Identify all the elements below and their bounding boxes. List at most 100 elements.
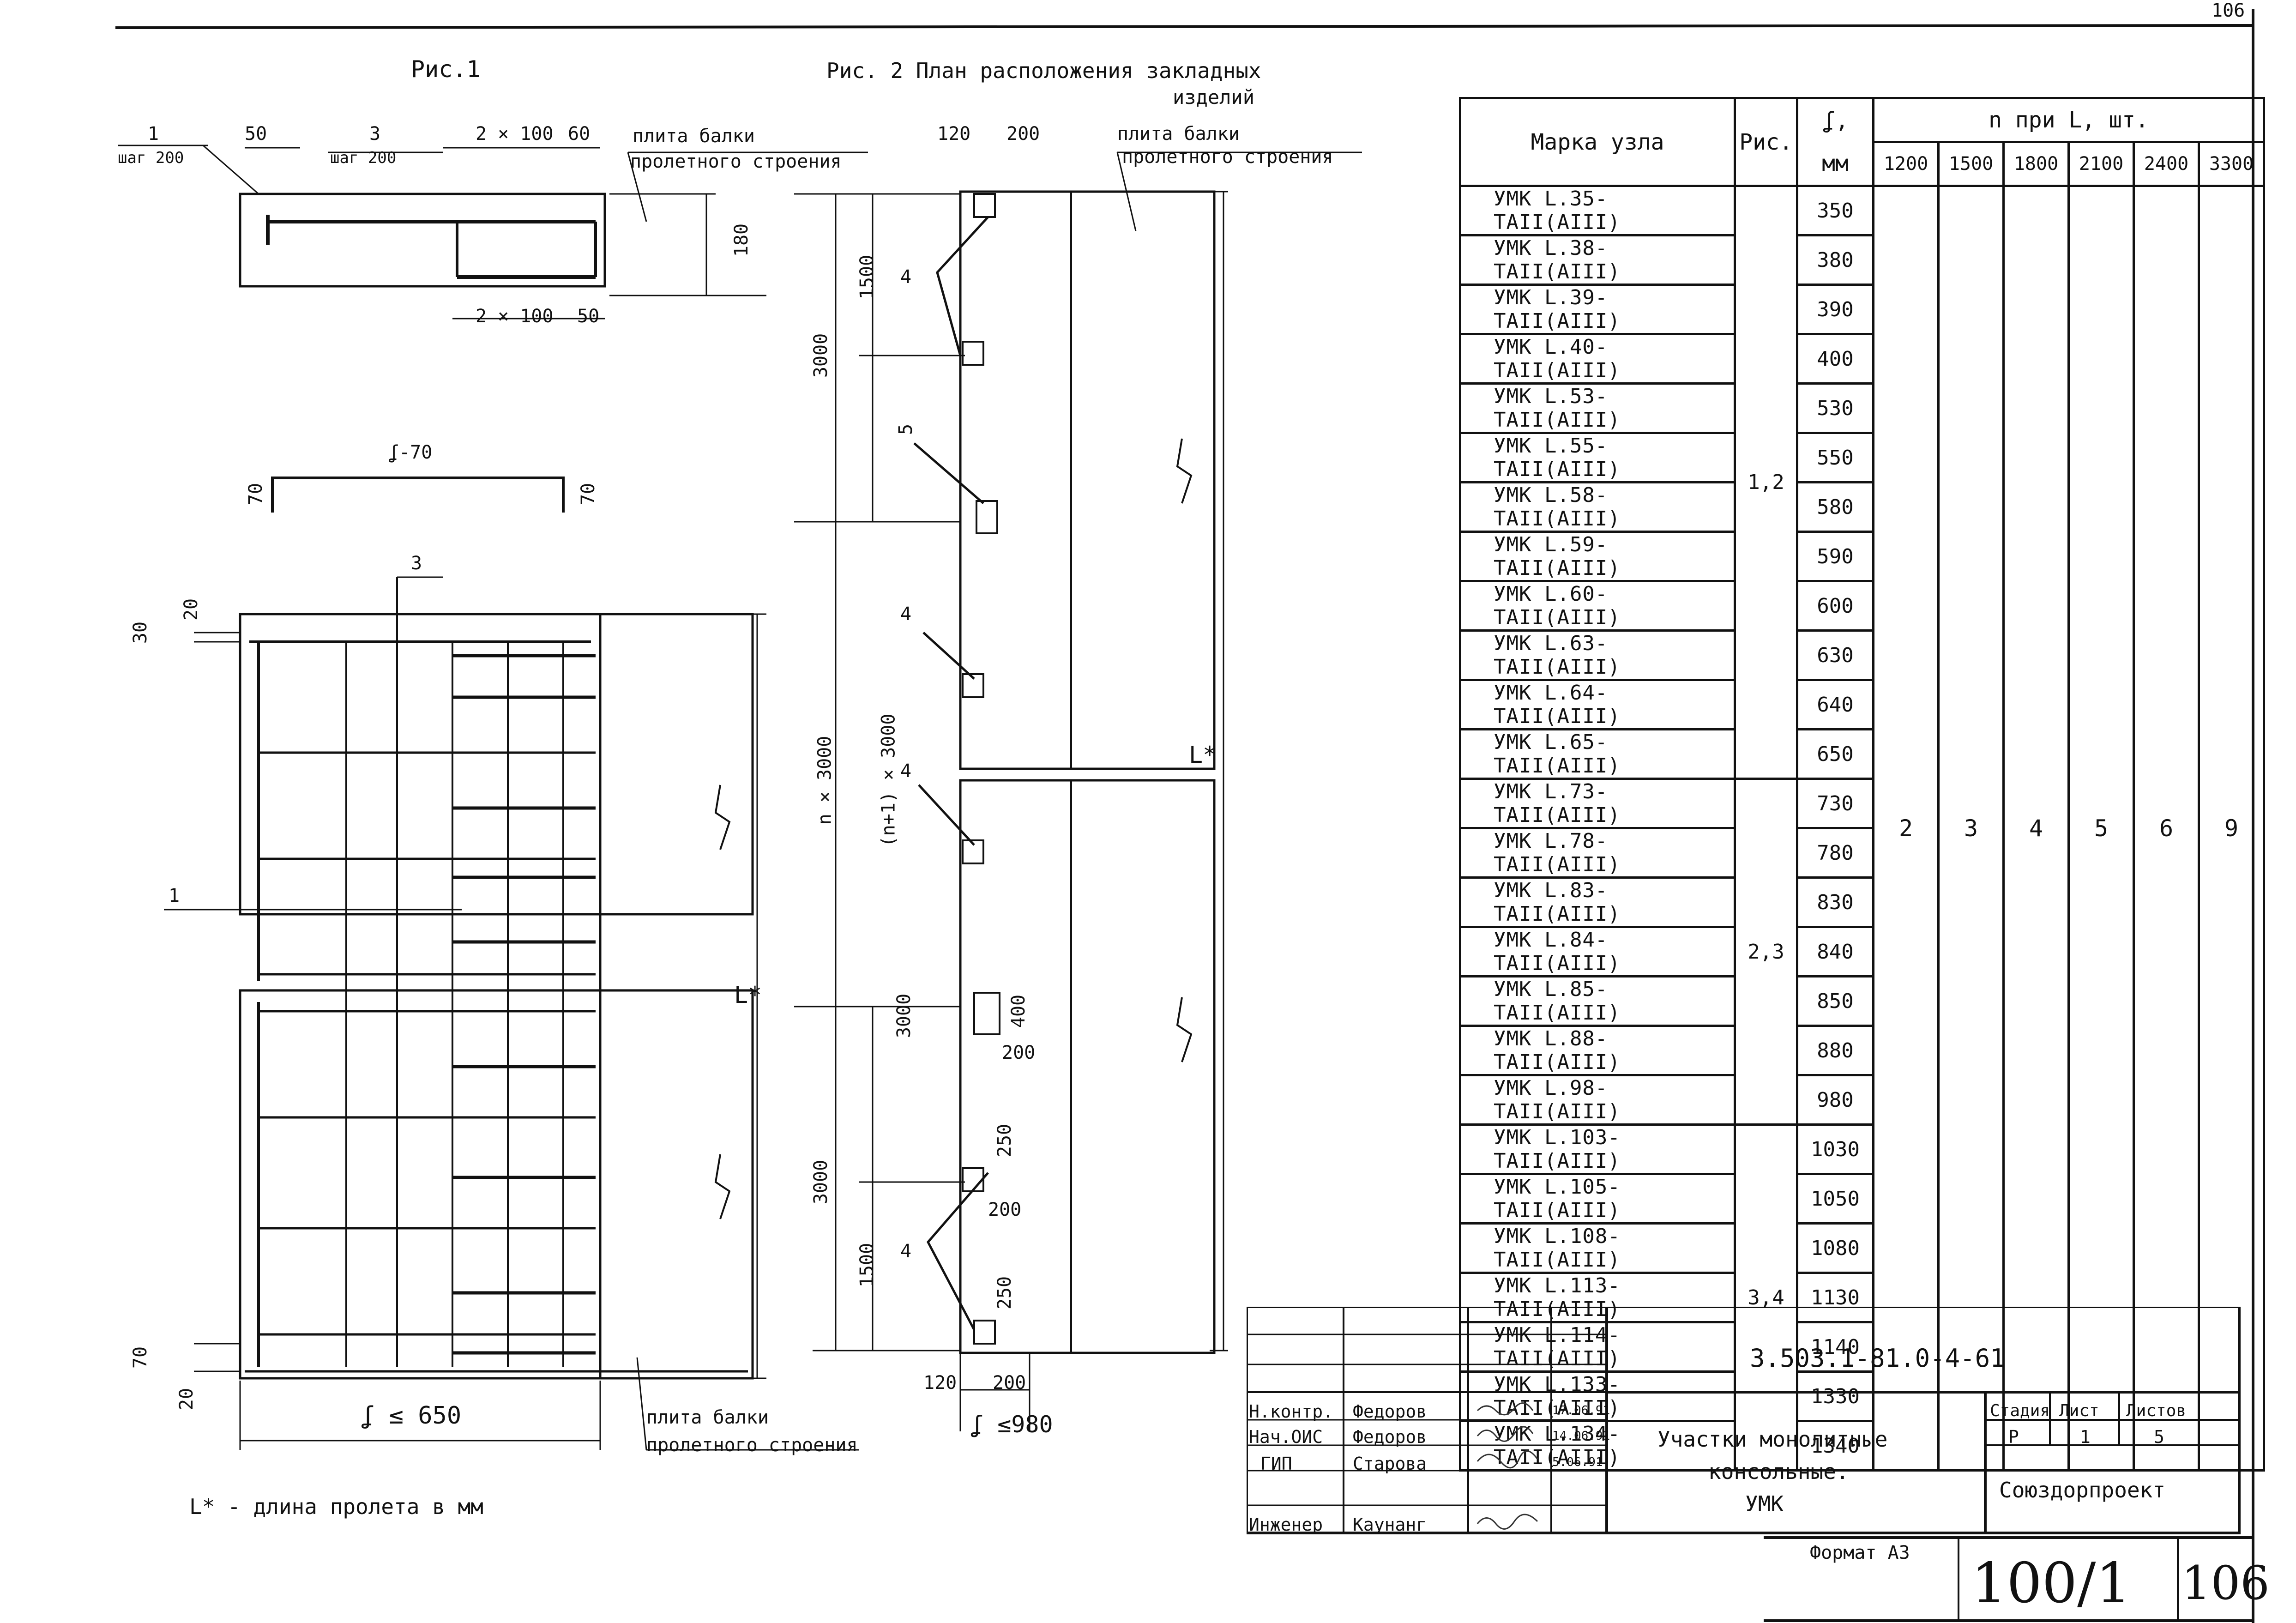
row-f: 840 [1796,926,1874,977]
table-row: УМК L.53-ТАII(АIII)530 [1459,382,2264,434]
row-mark: УМК L.105-ТАII(АIII) [1459,1173,1736,1225]
row-mark: УМК L.134-ТАII(АIII) [1459,1420,1736,1472]
fig2-dim-200: 200 [1006,123,1040,145]
corner-number: 106 [2212,0,2245,21]
row-f: 390 [1796,284,1874,335]
row-mark: УМК L.64-ТАII(АIII) [1459,679,1736,730]
role-5: Инженер [1249,1514,1323,1535]
sheets-label: Листов [2126,1401,2187,1420]
row-mark: УМК L.113-ТАII(АIII) [1459,1272,1736,1323]
row-f: 630 [1796,629,1874,681]
fig2-dim-200-d: 200 [993,1372,1026,1394]
table-row: УМК L.108-ТАII(АIII)1080 [1459,1222,2264,1274]
stage-label: Стадия [1990,1401,2050,1420]
header-length: 1800 [2002,141,2070,187]
format: Формат А3 [1810,1542,1910,1563]
row-f: 1330 [1796,1370,1874,1422]
fig2-dim-width: ʆ ≤980 [970,1411,1053,1438]
row-mark: УМК L.85-ТАII(АIII) [1459,975,1736,1027]
date-3: 5.06.91 [1552,1455,1603,1469]
fig2-num-4d: 4 [900,1241,912,1262]
page-number: 106 [2182,1556,2270,1610]
name-3: Старова [1353,1454,1427,1474]
sheet-title-line1: Участки монолитные [1657,1427,1888,1452]
row-f: 730 [1796,778,1874,829]
fig1-slab-label2: пролетного строения [630,151,842,172]
fig1-slab-label: плита балки [633,126,755,147]
organization: Союздорпроект [1999,1478,2166,1502]
header-length: 1200 [1872,141,1940,187]
table-row: УМК L.64-ТАII(АIII) 640 [1459,679,2264,730]
fig1-plan-slab2: пролетного строения [646,1435,858,1456]
fig2-dim-400: 400 [1008,994,1030,1028]
table-row: УМК L.38-ТАII(АIII) 380 [1459,234,2264,286]
fig1-dim-2x100-top: 2 × 100 [476,123,554,145]
row-fig: 2,3 [1734,778,1798,1126]
table-row: УМК L.113-ТАII(АIII)1130 [1459,1272,2264,1323]
role-2: Нач.ОИС [1249,1427,1323,1447]
header-mark: Марка узла [1459,97,1736,187]
header-length: 1500 [1937,141,2005,187]
row-mark: УМК L.59-ТАII(АIII) [1459,531,1736,582]
header-fig: Рис. [1734,97,1798,187]
role-1: Н.контр. [1249,1401,1334,1422]
fig2-dim-1500-a: 1500 [856,254,878,300]
row-f: 380 [1796,234,1874,286]
fig1-step-3: шаг 200 [330,149,397,167]
header-f: ʆ, [1796,97,1874,142]
fig1-plan-slab: плита балки [646,1407,769,1428]
fig2-num-4b: 4 [900,603,912,625]
row-mark: УМК L.58-ТАII(АIII) [1459,481,1736,533]
doc-code: 3.503.1-81.0-4-61 [1750,1344,2005,1373]
fig1-bar-right: 70 [578,483,599,506]
row-f: 550 [1796,432,1874,483]
row-mark: УМК L.78-ТАII(АIII) [1459,827,1736,879]
row-mark: УМК L.73-ТАII(АIII) [1459,778,1736,829]
row-f: 600 [1796,580,1874,632]
row-f: 780 [1796,827,1874,879]
name-1: Федоров [1353,1401,1427,1422]
fig1-plan-callout-3: 3 [411,553,422,574]
fig2-dim-120: 120 [937,123,971,145]
fig2-num-4a: 4 [900,266,912,288]
fig1-callout-3: 3 [369,123,381,145]
fig1-step-1: шаг 200 [118,149,184,167]
fig2-slab-label: плита балки [1117,123,1240,145]
count-cell: 6 [2133,185,2200,1472]
sheet-label: Лист [2059,1401,2099,1420]
fig2-dim-L: L* [1189,742,1217,768]
fig2-num-5: 5 [895,423,917,435]
count-cell: 3 [1937,185,2005,1472]
count-cell: 5 [2067,185,2135,1472]
fig2-dim-3000-a: 3000 [810,333,832,378]
header-n: n при L, шт. [1872,97,2265,143]
fig1-plan-70: 70 [130,1346,151,1369]
fig2-dim-1500-b: 1500 [856,1243,878,1288]
fig1-bar-label: ʆ-70 [388,442,433,463]
table-row: УМК L.39-ТАII(АIII)390 [1459,284,2264,335]
table-row: УМК L.134-ТАII(АIII)1340 [1459,1420,2264,1472]
header-f-unit: мм [1796,142,1874,187]
name-5: Каунанг [1353,1514,1427,1535]
row-f: 640 [1796,679,1874,730]
fig2-dim-200-b: 200 [1002,1042,1036,1063]
sheet-title-line3: УМК [1745,1491,1784,1516]
table-row: УМК L.60-ТАII(АIII)600 [1459,580,2264,632]
fig1-dim-2x100-bottom: 2 × 100 [476,306,554,327]
row-f: 400 [1796,333,1874,385]
row-f: 850 [1796,975,1874,1027]
fig2-dim-250-a: 250 [994,1123,1016,1158]
table-row: УМК L.78-ТАII(АIII) 780 [1459,827,2264,879]
row-mark: УМК L.103-ТАII(АIII) [1459,1123,1736,1175]
row-mark: УМК L.55-ТАII(АIII) [1459,432,1736,483]
header-length: 3300 [2198,141,2265,187]
fig2-dim-200-c: 200 [988,1199,1022,1220]
table-row: УМК L.88-ТАII(АIII)880 [1459,1025,2264,1076]
row-mark: УМК L.38-ТАII(АIII) [1459,234,1736,286]
table-row: УМК L.65-ТАII(АIII)650 [1459,728,2264,780]
row-f: 1080 [1796,1222,1874,1274]
row-f: 1140 [1796,1321,1874,1373]
